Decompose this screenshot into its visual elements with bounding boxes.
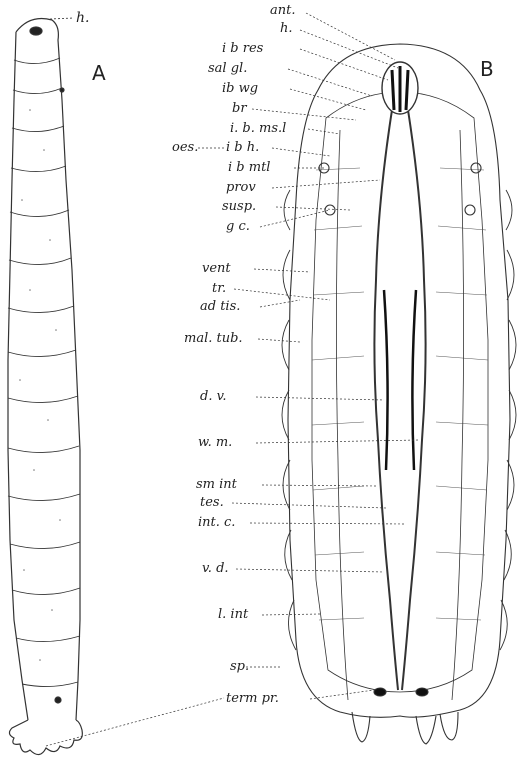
label-a-h: h. [76, 10, 89, 26]
label-maltub: mal. tub. [184, 331, 243, 346]
label-salgl: sal gl. [208, 61, 247, 76]
label-termpr: term pr. [226, 691, 279, 706]
label-ibmsl: i. b. ms.l [230, 121, 286, 136]
label-lint: l. int [218, 607, 249, 622]
label-h: h. [280, 21, 293, 36]
label-susp: susp. [222, 199, 256, 214]
label-ibmtl: i b mtl [228, 160, 270, 175]
label-intc: int. c. [198, 515, 235, 530]
larva-exterior-drawing [8, 19, 82, 755]
label-smint: sm int [196, 477, 238, 492]
label-prov: prov [226, 180, 256, 195]
label-ibres: i b res [222, 41, 264, 56]
label-ibh: i b h. [226, 140, 259, 155]
label-ibwg: ib wg [222, 81, 258, 96]
label-br: br [232, 101, 247, 116]
label-oes: oes. [172, 140, 198, 155]
label-wm: w. m. [198, 435, 232, 450]
label-tr: tr. [212, 281, 226, 296]
panel-letter-a: A [92, 61, 106, 85]
larva-dissection-drawing [282, 44, 516, 744]
label-vent: vent [202, 261, 231, 276]
label-ant: ant. [270, 3, 295, 18]
labels-b: ant. h. i b res sal gl. ib wg br i. b. m… [172, 3, 295, 706]
label-sp: sp. [230, 659, 249, 674]
label-dv: d. v. [200, 389, 227, 404]
label-adtis: ad tis. [200, 299, 240, 314]
label-gc: g c. [226, 219, 250, 234]
panel-letter-b: B [480, 57, 494, 81]
label-tes: tes. [200, 495, 224, 510]
leader-a-h [50, 18, 74, 19]
label-vd: v. d. [202, 561, 229, 576]
